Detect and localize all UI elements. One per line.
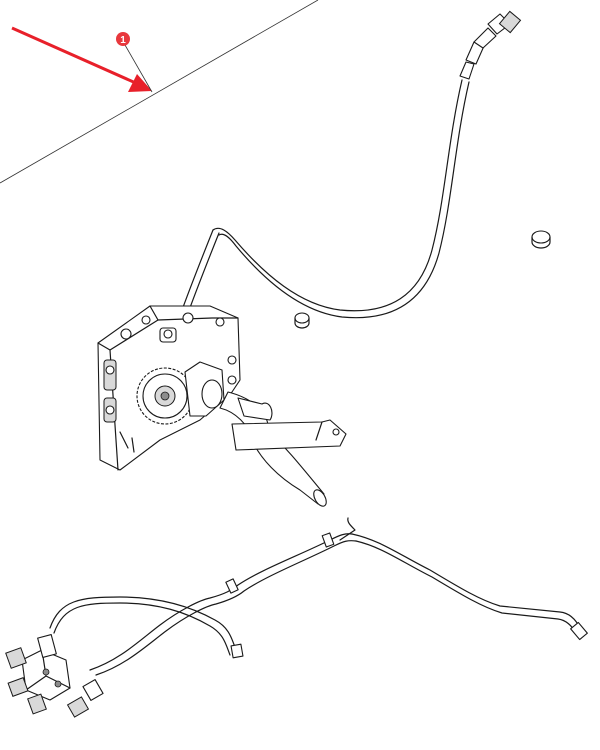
callout-1-leader xyxy=(124,44,153,93)
callout-1[interactable]: 1 xyxy=(116,32,153,93)
pump-assembly[interactable] xyxy=(97,305,347,508)
pointer-arrow xyxy=(11,26,152,92)
pointer-arrow-head xyxy=(128,74,152,92)
upper-hose[interactable] xyxy=(174,10,522,334)
callout-1-badge xyxy=(116,32,130,46)
valve-manifold[interactable] xyxy=(5,633,104,718)
lower-pipe-network[interactable] xyxy=(49,517,588,676)
callout-1-label: 1 xyxy=(120,35,126,46)
pointer-arrow-shaft xyxy=(11,26,139,86)
plug-left[interactable] xyxy=(294,312,310,329)
section-boundary-line xyxy=(0,0,319,184)
plug-right[interactable] xyxy=(531,230,551,249)
